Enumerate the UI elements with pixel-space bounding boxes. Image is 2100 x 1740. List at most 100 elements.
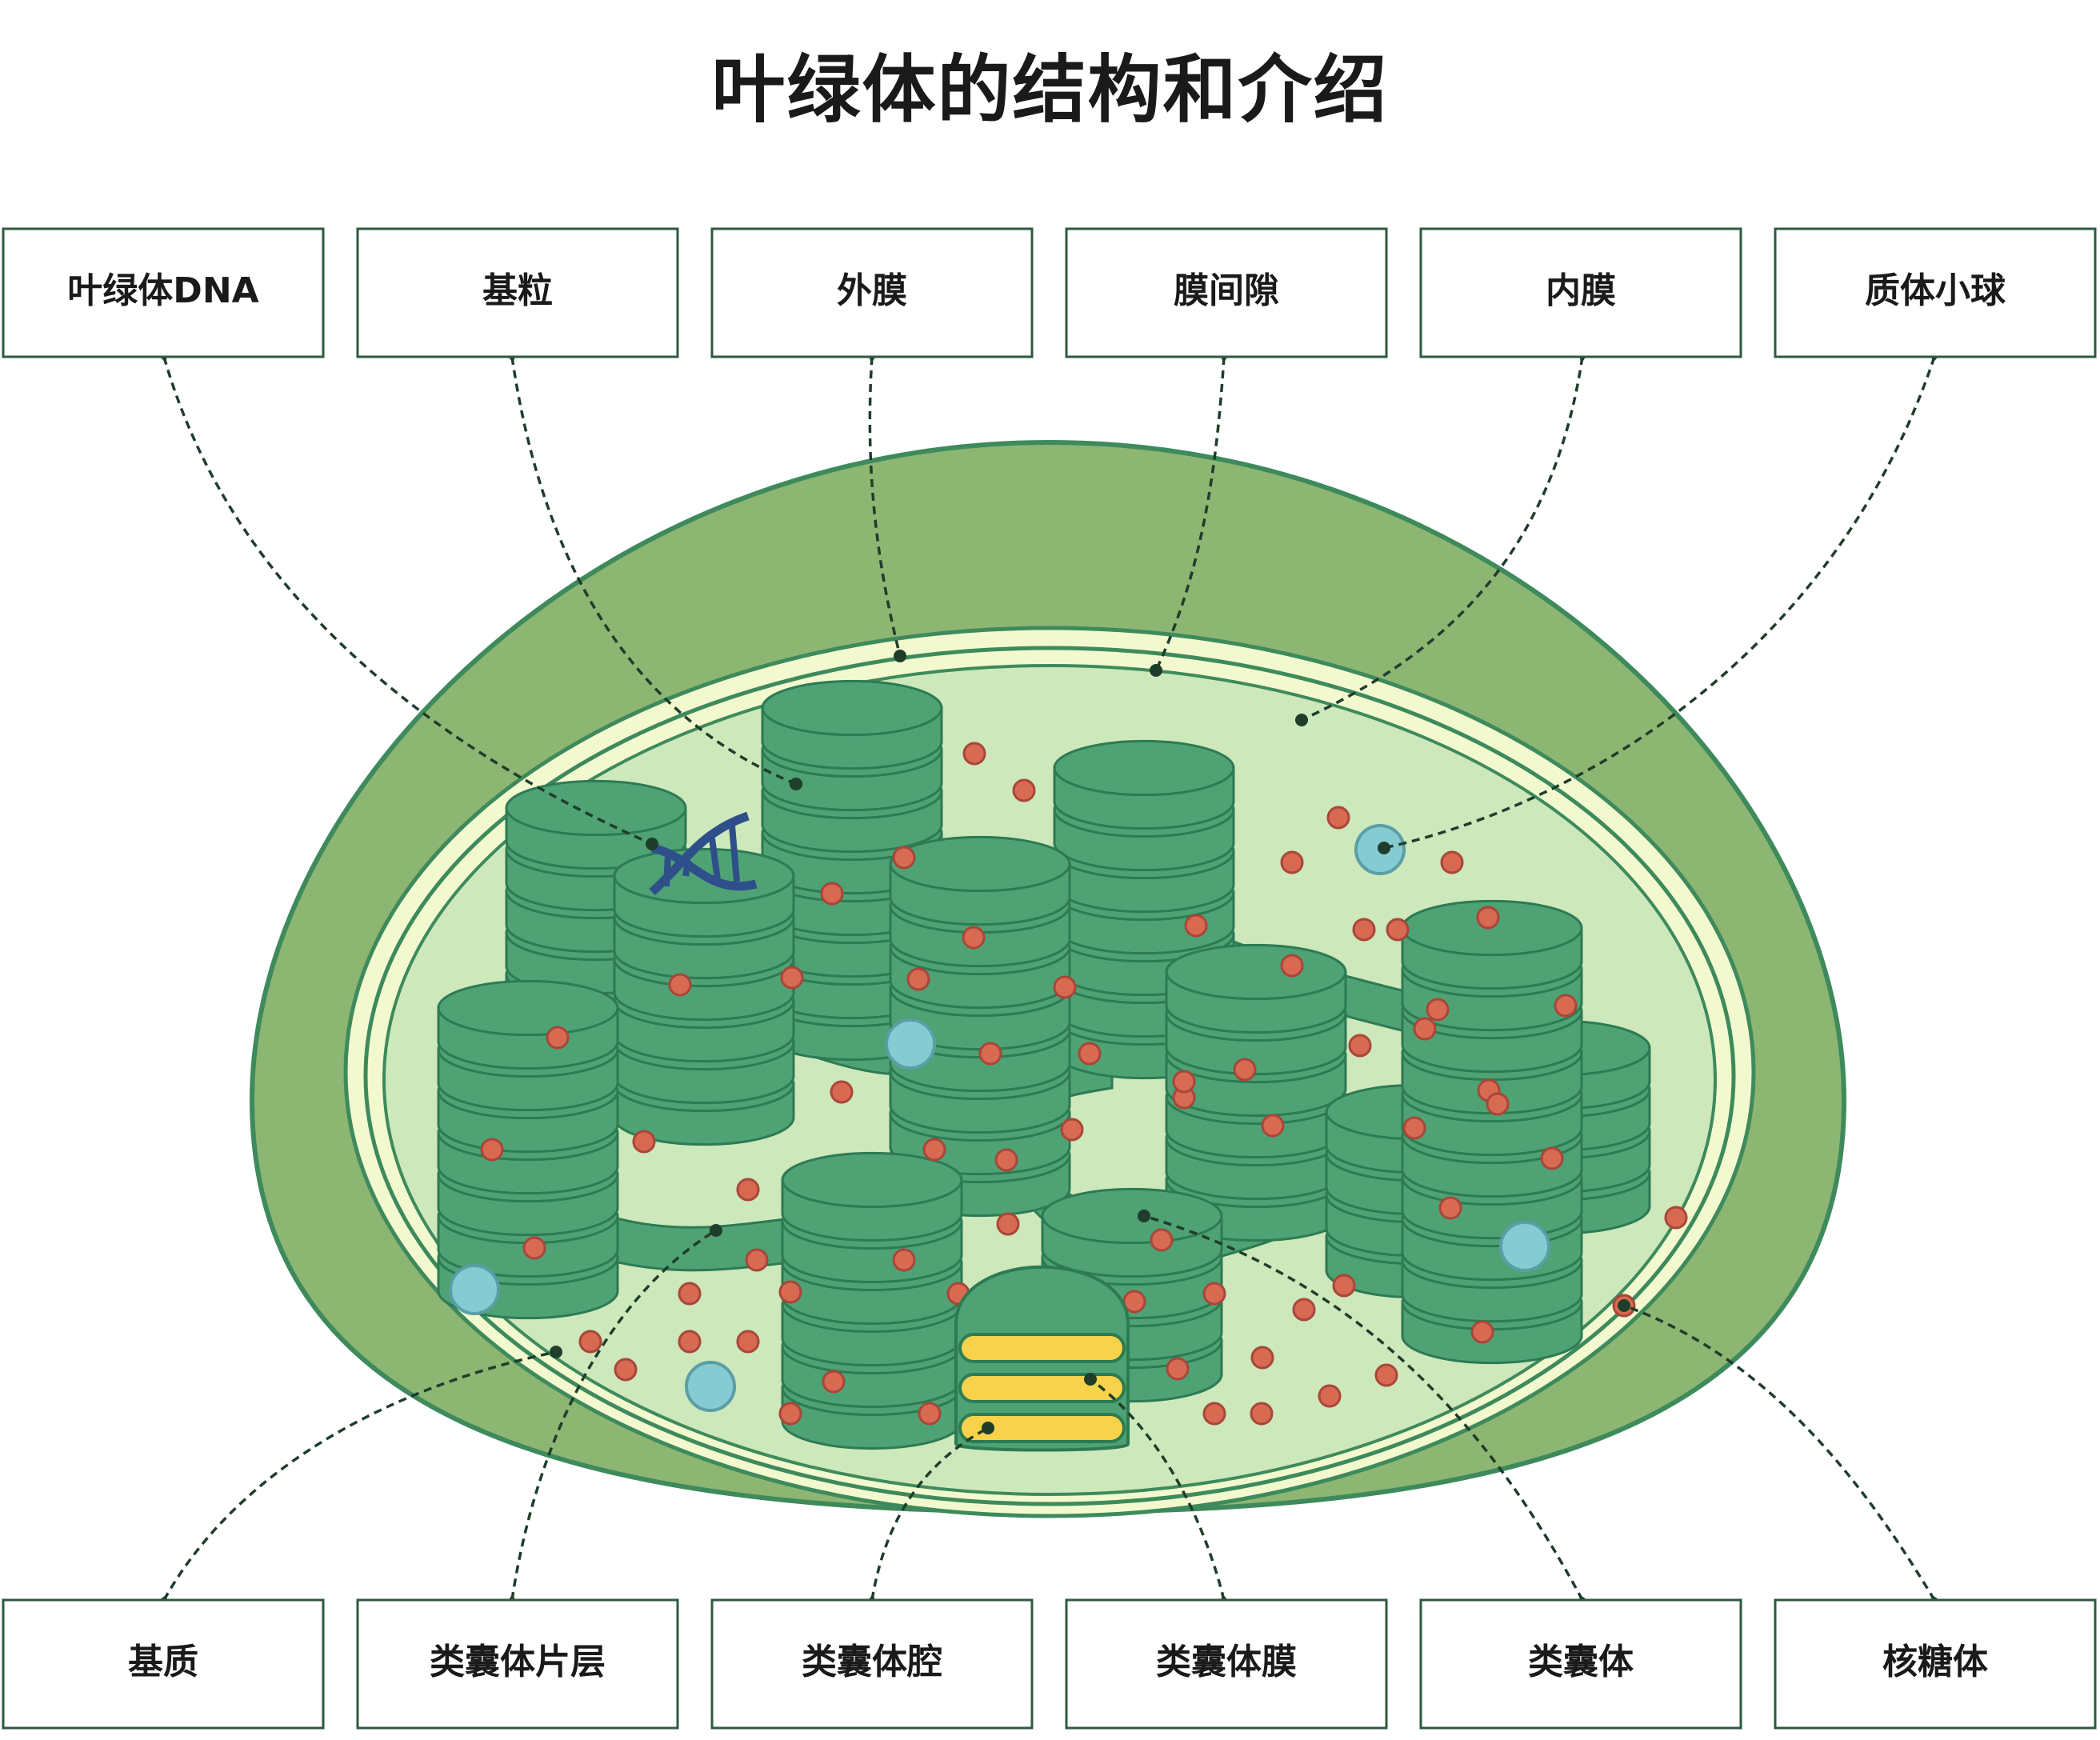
ribosome [522, 1236, 546, 1260]
granum-stack [781, 1151, 963, 1450]
leader-endpoint [1084, 1373, 1097, 1386]
thylakoid-disc-top [1053, 739, 1235, 797]
ribosome [1426, 998, 1450, 1022]
label-plastoglobule: 质体小球 [1774, 227, 2097, 358]
leader-line [1089, 1378, 1232, 1608]
label-box [1065, 227, 1388, 358]
leader-endpoint [1618, 1299, 1630, 1312]
ribosome [1060, 1118, 1084, 1142]
leader-endpoint [790, 778, 802, 790]
leader-line [504, 349, 797, 786]
ribosome [1386, 918, 1410, 942]
ribosome [918, 1402, 942, 1426]
ribosome [1172, 1070, 1196, 1094]
ribosome [546, 1026, 570, 1050]
ribosome [1166, 1357, 1190, 1381]
ribosome [1292, 1298, 1316, 1322]
label-box [710, 227, 1034, 358]
ribosome [1374, 1363, 1398, 1387]
label-box [2, 227, 325, 358]
ribosome [632, 1130, 656, 1154]
leader-endpoint [550, 1346, 562, 1358]
ribosome [1440, 850, 1464, 874]
thylakoid-lumen [958, 1333, 1126, 1363]
dna-helix-icon [649, 811, 758, 896]
label-dna: 叶绿体DNA [2, 227, 325, 358]
ribosome [1326, 806, 1350, 830]
label-text: 基质 [128, 1642, 198, 1682]
ribosome [778, 1402, 802, 1426]
leader-line [1154, 350, 1231, 671]
leader-endpoint [894, 650, 906, 662]
ribosome [1150, 1228, 1174, 1252]
plastoglobule [685, 1361, 736, 1412]
ribosome [736, 1330, 760, 1354]
leader-line [156, 349, 653, 846]
ribosome [1280, 954, 1304, 978]
leader-line [1383, 348, 1943, 850]
ribosome [1348, 1034, 1372, 1058]
leader-endpoint [1150, 664, 1162, 677]
leader-lines [155, 348, 1943, 1609]
thylakoid-lumen [958, 1373, 1126, 1403]
ribosome [1486, 1092, 1510, 1116]
thylakoid-disc-top [781, 1151, 963, 1209]
label-lamella: 类囊体片层 [356, 1598, 679, 1730]
label-box [1774, 227, 2097, 358]
label-text: 类囊体膜 [1156, 1642, 1297, 1682]
label-text: 类囊体片层 [430, 1642, 606, 1682]
label-thylakoid: 类囊体 [1419, 1598, 1742, 1730]
ribosome [1470, 1320, 1494, 1344]
ribosome [822, 1370, 846, 1394]
ribosome [778, 1280, 802, 1304]
granum-stack [1401, 899, 1583, 1365]
ribosome [578, 1330, 602, 1354]
label-text: 叶绿体DNA [67, 270, 258, 311]
label-text: 类囊体 [1528, 1642, 1634, 1682]
leader-line [864, 1426, 989, 1608]
leader-endpoint [710, 1224, 722, 1237]
leader-endpoint [982, 1422, 994, 1434]
ribosome [892, 1248, 916, 1272]
ribosome [678, 1330, 702, 1354]
ribosome [614, 1358, 638, 1382]
label-text: 内膜 [1546, 270, 1616, 311]
thylakoid-disc-top [1165, 943, 1347, 1001]
ribosome [1402, 1116, 1426, 1140]
thylakoid-lumen [958, 1413, 1126, 1443]
ribosome [962, 926, 986, 950]
plastoglobule [449, 1264, 500, 1315]
inner-membrane [363, 646, 1736, 1506]
label-box [1419, 1598, 1742, 1730]
thylakoid-disc-top [505, 779, 687, 837]
leader-line [1143, 1214, 1591, 1609]
ribosome [906, 967, 930, 991]
ribosome [892, 846, 916, 870]
plastoglobule [885, 1018, 936, 1070]
granum-stack [889, 835, 1071, 1218]
ribosome [1250, 1402, 1274, 1426]
ribosome [1202, 1402, 1226, 1426]
leader-line [1623, 1304, 1943, 1609]
granum-stack [1165, 943, 1347, 1242]
ribosome [1413, 1017, 1437, 1041]
label-text: 膜间隙 [1174, 270, 1279, 311]
ribosome [962, 742, 986, 766]
label-box [356, 227, 679, 358]
leader-line [155, 1350, 557, 1609]
label-outer: 外膜 [710, 227, 1034, 358]
ribosome [1664, 1206, 1688, 1230]
label-intermembrane: 膜间隙 [1065, 227, 1388, 358]
ribosome [1438, 1196, 1462, 1220]
label-tmembrane: 类囊体膜 [1065, 1598, 1388, 1730]
ribosome [1078, 1042, 1102, 1066]
label-box [710, 1598, 1034, 1730]
ribosome [1280, 850, 1304, 874]
page-title: 叶绿体的结构和介绍 [711, 47, 1389, 133]
ribosome [678, 1282, 702, 1306]
cutaway-thylakoid-stack [954, 1265, 1130, 1452]
label-stroma: 基质 [2, 1598, 325, 1730]
ribosome [1250, 1346, 1274, 1370]
ribosome [1476, 906, 1500, 930]
